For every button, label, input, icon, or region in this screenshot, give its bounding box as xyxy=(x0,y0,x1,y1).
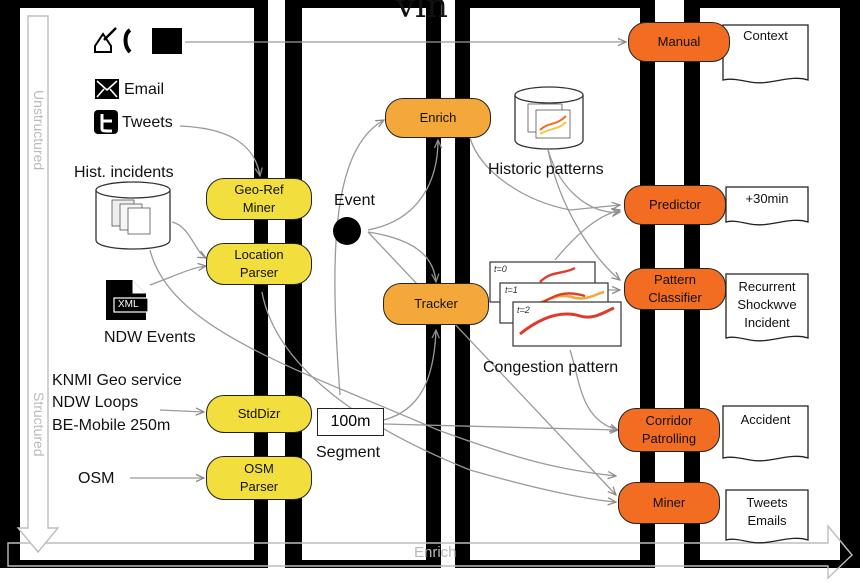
node-osm-parser[interactable]: OSM Parser xyxy=(206,456,312,500)
source-ndw-loops: NDW Loops xyxy=(52,394,139,411)
doc-tweets-emails-label: Tweets Emails xyxy=(746,495,788,528)
node-stddizr[interactable]: StdDizr xyxy=(206,395,312,433)
source-email: Email xyxy=(124,81,165,98)
congestion-t2: t=2 xyxy=(517,305,530,315)
source-ndw-events: NDW Events xyxy=(104,329,196,346)
source-be-mobile: BE-Mobile 250m xyxy=(52,417,171,434)
historic-patterns-label: Historic patterns xyxy=(488,161,604,178)
doc-accident-label: Accident xyxy=(740,412,791,427)
segment-box: 100m xyxy=(317,408,384,436)
xml-file-icon xyxy=(106,280,149,320)
axis-label-structured: Structured xyxy=(31,392,47,457)
xml-badge-label: XML xyxy=(118,299,139,310)
doc-context-label: Context xyxy=(743,28,788,43)
source-knmi: KNMI Geo service xyxy=(52,372,182,389)
congestion-pattern-label: Congestion pattern xyxy=(483,359,619,376)
historic-patterns-icon xyxy=(514,86,584,150)
event-label: Event xyxy=(334,192,375,209)
event-dot xyxy=(333,217,361,245)
source-hist-incidents: Hist. incidents xyxy=(74,164,174,181)
database-icon xyxy=(95,181,171,250)
unstructured-structured-arrow xyxy=(16,15,60,554)
doc-plus30 xyxy=(725,186,809,226)
node-enrich[interactable]: Enrich xyxy=(385,98,491,138)
node-location-parser[interactable]: Location Parser xyxy=(206,243,312,285)
enrich-bottom-arrow xyxy=(7,524,853,580)
source-tweets: Tweets xyxy=(122,114,173,131)
node-corridor-patrolling[interactable]: Corridor Patrolling xyxy=(618,408,720,452)
axis-label-enrich: Enrich xyxy=(414,544,457,561)
node-predictor[interactable]: Predictor xyxy=(624,185,726,225)
node-tracker[interactable]: Tracker xyxy=(383,283,489,325)
twitter-icon xyxy=(94,110,118,134)
doc-accident xyxy=(722,405,809,462)
node-pattern-classifier[interactable]: Pattern Classifier xyxy=(624,268,726,310)
segment-label: Segment xyxy=(316,444,381,461)
doc-recurrent-label: Recurrent Shockwve Incident xyxy=(737,279,797,330)
output-documents xyxy=(722,24,809,544)
doc-recurrent xyxy=(725,273,809,342)
node-geo-ref-miner[interactable]: Geo-Ref Miner xyxy=(206,178,312,220)
congestion-t1: t=1 xyxy=(505,285,518,295)
email-icon xyxy=(95,79,119,99)
doc-tweets-emails xyxy=(725,489,809,544)
source-osm: OSM xyxy=(78,470,115,487)
congestion-pattern-cards xyxy=(489,261,622,347)
node-manual[interactable]: Manual xyxy=(628,22,730,62)
title-fragment: vln xyxy=(396,0,448,26)
node-miner[interactable]: Miner xyxy=(618,482,720,524)
axis-label-unstructured: Unstructured xyxy=(31,90,47,171)
congestion-t0: t=0 xyxy=(494,264,507,274)
phone-icons xyxy=(94,27,182,54)
doc-plus30-label: +30min xyxy=(745,191,789,206)
doc-context xyxy=(722,24,809,84)
connectors xyxy=(130,42,626,502)
